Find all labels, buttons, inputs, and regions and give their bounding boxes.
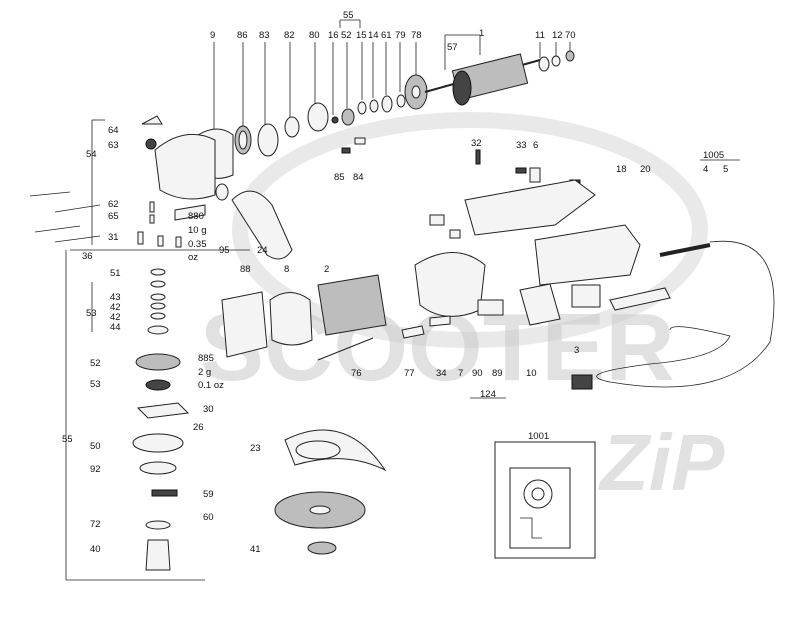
label-center-11: 10	[526, 368, 537, 379]
label-left-1: 63	[108, 140, 119, 151]
label-left-2: 54	[86, 149, 97, 160]
spec-880-3: oz	[188, 252, 198, 263]
label-center-6: 7	[458, 368, 463, 379]
label-mid-9: 5	[723, 164, 728, 175]
label-col-1: 43	[110, 292, 121, 303]
label-col-15: 40	[90, 544, 101, 555]
label-mid-8: 4	[703, 164, 708, 175]
label-mid-3: 85	[334, 172, 345, 183]
spec-880-2: 0.35	[188, 239, 207, 250]
label-top-8: 14	[368, 30, 379, 41]
label-top-14: 11	[535, 30, 545, 41]
label-left-5: 31	[108, 232, 119, 243]
label-mid-1: 33	[516, 140, 527, 151]
label-col-4: 44	[110, 322, 121, 333]
label-top-11: 78	[411, 30, 422, 41]
label-center-10: 3	[574, 345, 579, 356]
label-top-10: 79	[395, 30, 406, 41]
label-mid-6: 20	[640, 164, 651, 175]
inset-box-1001	[494, 441, 596, 559]
gear-head-column	[65, 250, 205, 581]
part-labels: 9 86 83 82 80 16 52 15 14 61 79 78 57 1 …	[62, 10, 728, 555]
label-mid-7: 1005	[703, 150, 724, 161]
label-group-55-top: 55	[343, 10, 354, 21]
label-col-11: 92	[90, 464, 101, 475]
label-center-0: 88	[240, 264, 251, 275]
label-col-6: 52	[90, 358, 101, 369]
label-col-3: 42	[110, 312, 121, 323]
housing-parts	[341, 137, 775, 390]
top-row-parts	[197, 19, 575, 179]
label-center-9: 124	[480, 389, 496, 400]
label-center-3: 76	[351, 368, 362, 379]
label-center-2: 2	[324, 264, 329, 275]
label-top-2: 83	[259, 30, 270, 41]
watermark-mark-text: ZiP	[598, 418, 725, 507]
label-top-15: 12	[552, 30, 563, 41]
label-guard-1: 41	[250, 544, 261, 555]
spec-880-0: 880	[188, 211, 204, 222]
central-parts	[221, 252, 601, 399]
label-col-7: 53	[90, 379, 101, 390]
left-guard-parts	[29, 115, 293, 260]
label-left-4: 65	[108, 211, 119, 222]
label-col-12: 59	[203, 489, 214, 500]
label-mid-2: 6	[533, 140, 538, 151]
label-col-9: 26	[193, 422, 204, 433]
label-box-1001: 1001	[528, 431, 549, 442]
label-top-12: 57	[447, 42, 458, 53]
label-center-1: 8	[284, 264, 289, 275]
label-top-6: 52	[341, 30, 352, 41]
label-col-13: 60	[203, 512, 214, 523]
spec-885-1: 2 g	[198, 367, 211, 378]
label-top-5: 16	[328, 30, 339, 41]
label-mid-5: 18	[616, 164, 627, 175]
label-top-9: 61	[381, 30, 392, 41]
label-left-3: 62	[108, 199, 119, 210]
label-mid-0: 32	[471, 138, 482, 149]
label-center-8: 89	[492, 368, 503, 379]
label-col-14: 72	[90, 519, 101, 530]
label-left-7: 95	[219, 245, 230, 256]
armature-part	[424, 53, 541, 106]
label-center-7: 90	[472, 368, 483, 379]
label-left-6: 36	[82, 251, 93, 262]
guard-and-disc	[274, 429, 387, 555]
label-left-0: 64	[108, 125, 119, 136]
label-left-8: 24	[257, 245, 268, 256]
label-guard-0: 23	[250, 443, 261, 454]
label-top-16: 70	[565, 30, 576, 41]
spec-880-1: 10 g	[188, 225, 207, 236]
label-col-10: 50	[90, 441, 101, 452]
spring-part	[234, 125, 252, 155]
label-top-4: 80	[309, 30, 320, 41]
label-top-3: 82	[284, 30, 295, 41]
label-col-0: 51	[110, 268, 121, 279]
spec-885-2: 0.1 oz	[198, 380, 224, 391]
label-top-13: 1	[479, 28, 484, 39]
spec-885-0: 885	[198, 353, 214, 364]
label-col-5: 53	[86, 308, 97, 319]
label-top-0: 9	[210, 30, 215, 41]
label-col-8: 30	[203, 404, 214, 415]
label-center-5: 34	[436, 368, 447, 379]
label-top-1: 86	[237, 30, 248, 41]
label-col-16: 55	[62, 434, 73, 445]
label-top-7: 15	[356, 30, 367, 41]
label-center-4: 77	[404, 368, 415, 379]
label-mid-4: 84	[353, 172, 364, 183]
label-col-2: 42	[110, 302, 121, 313]
